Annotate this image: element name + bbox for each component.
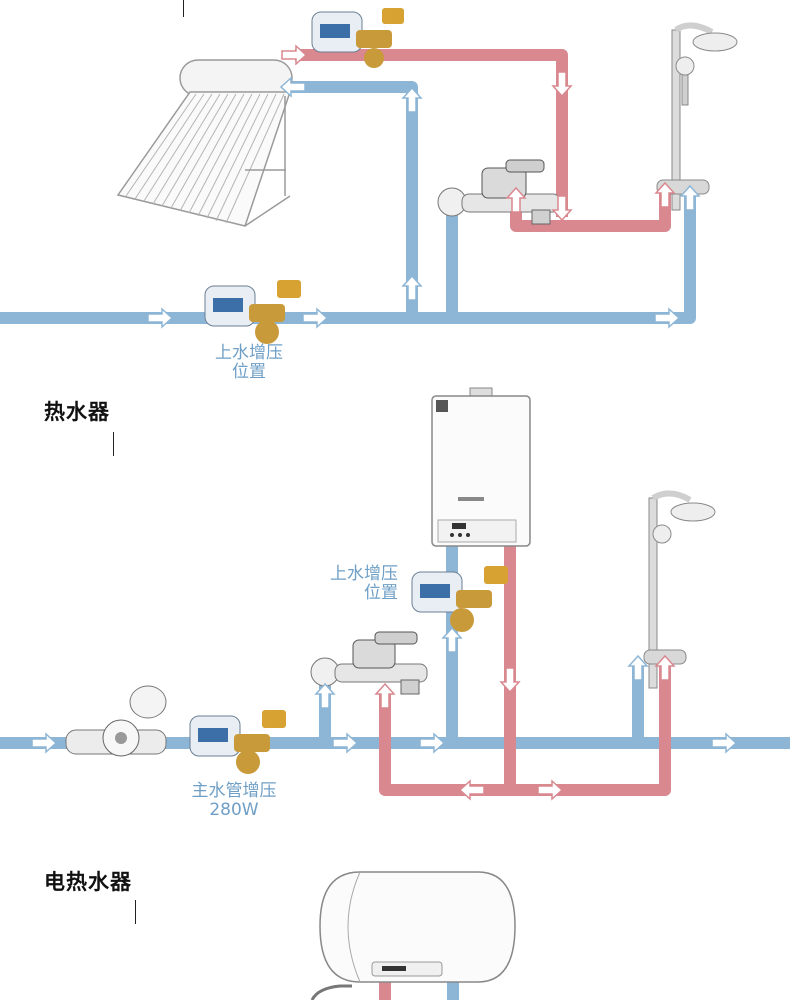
solar-section — [0, 8, 738, 344]
title-tick — [135, 900, 136, 924]
flow-arrow-icon — [281, 44, 676, 222]
main-pump-label-line2: 280W — [209, 800, 259, 820]
section-title-electric-heater: 电热水器 — [44, 870, 132, 894]
electric-water-heater-icon — [319, 871, 516, 983]
title-tick — [113, 432, 114, 456]
shower-column-icon — [643, 490, 716, 689]
wall-faucet-icon — [437, 159, 561, 225]
flow-arrow-icon — [31, 626, 738, 754]
title-tick — [183, 0, 184, 17]
wall-faucet-icon — [310, 984, 352, 1000]
gas-water-heater-icon — [431, 387, 531, 547]
wall-faucet-icon — [310, 631, 428, 695]
gas-pump-label: 上水增压 位置 — [300, 565, 398, 603]
main-pump-label-line1: 主水管增压 — [191, 781, 277, 801]
section-title-gas-heater: 热水器 — [44, 400, 110, 424]
cold-water-pipes-solar — [0, 81, 696, 324]
gas-pump-label-line2: 位置 — [364, 583, 398, 603]
gas-heater-section — [0, 387, 790, 801]
electric-heater-section — [310, 871, 516, 1000]
flow-arrow-icon — [374, 654, 676, 801]
flow-arrow-icon — [147, 76, 701, 329]
booster-pump-icon — [411, 566, 508, 632]
solar-pump-label-line2: 位置 — [232, 362, 266, 382]
solar-pump-label-line1: 上水增压 — [215, 343, 283, 363]
booster-pump-icon — [204, 280, 301, 344]
booster-pump-icon — [189, 710, 286, 774]
gas-pump-label-line1: 上水增压 — [330, 564, 398, 584]
main-pump-label: 主水管增压 280W — [178, 782, 290, 820]
solar-pump-label: 上水增压 位置 — [200, 344, 298, 382]
booster-pump-icon — [311, 8, 404, 68]
water-meter-icon — [65, 685, 167, 757]
shower-column-icon — [656, 22, 738, 211]
solar-water-heater-icon — [116, 59, 293, 227]
